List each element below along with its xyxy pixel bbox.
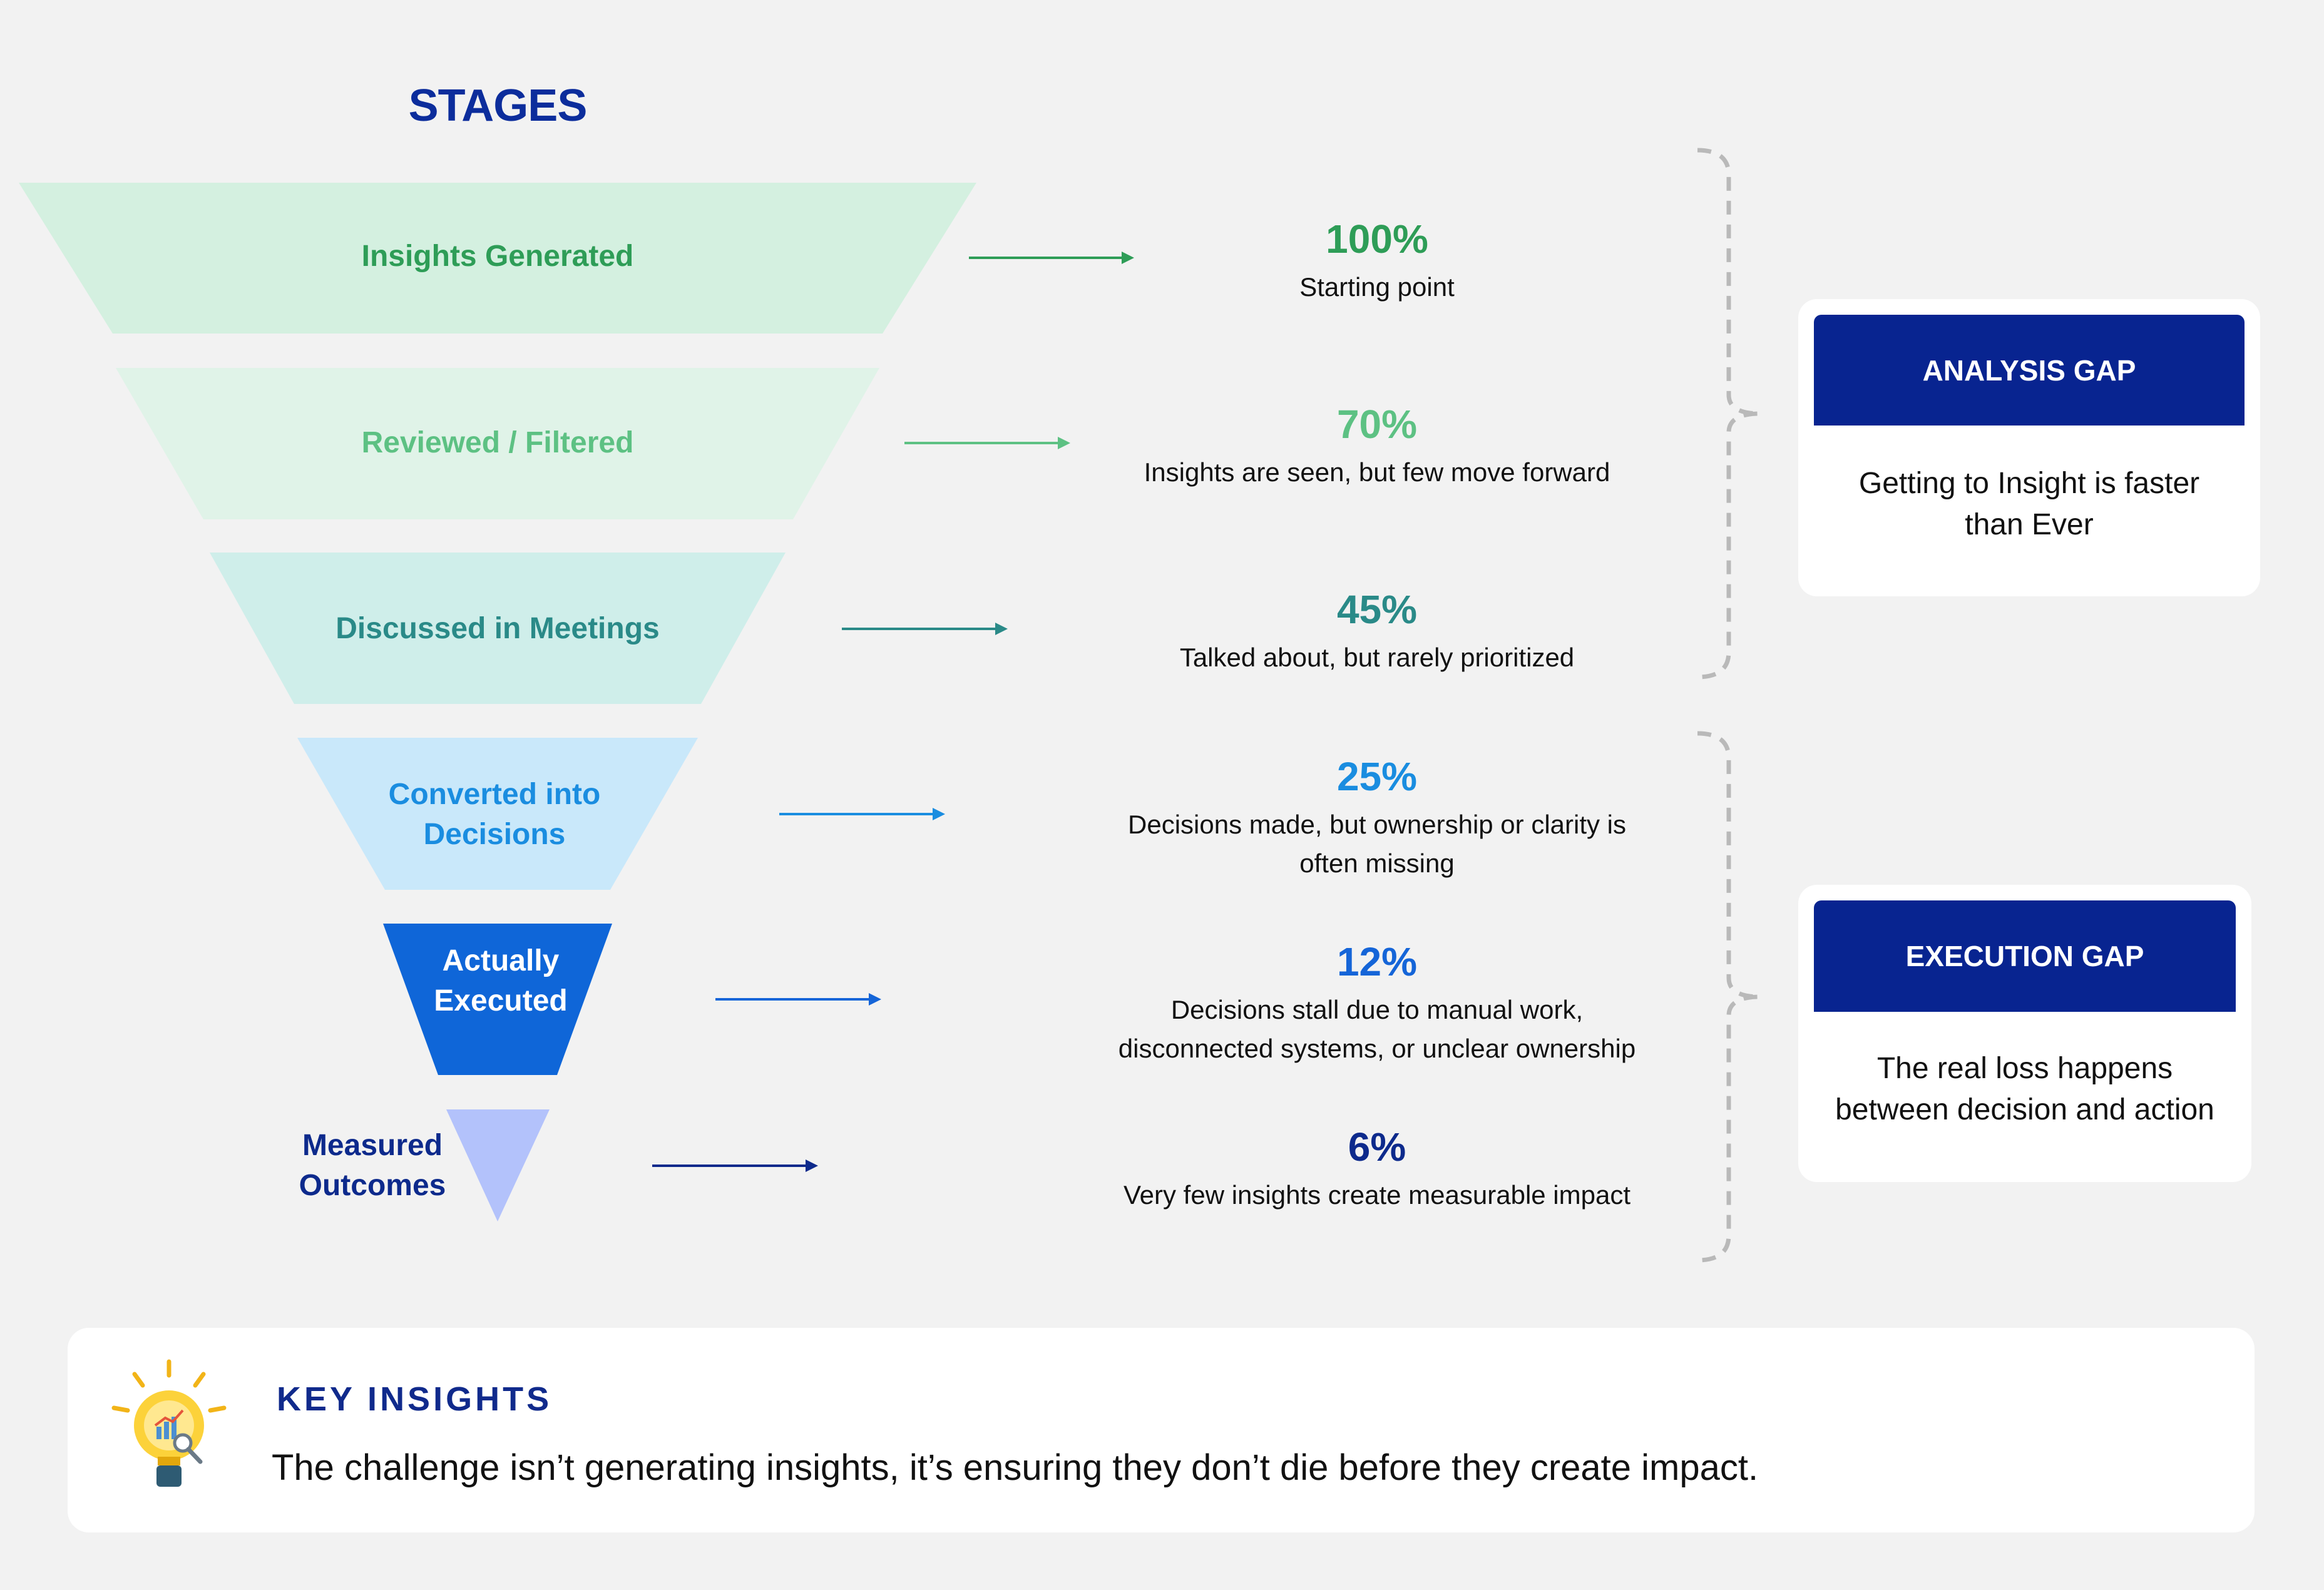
stat-discussed-in-meetings: 45% Talked about, but rarely prioritized (1033, 586, 1721, 677)
arrowhead-reviewed-filtered (1058, 437, 1070, 449)
stage-label-reviewed-filtered: Reviewed / Filtered (361, 426, 634, 459)
stat-insights-generated: 100% Starting point (1033, 215, 1721, 307)
funnel-diagram (19, 148, 1761, 1263)
funnel-stage-insights-generated (19, 183, 976, 334)
key-insights-text: The challenge isn’t generating insights,… (272, 1447, 1759, 1488)
key-insights-card (68, 1328, 2255, 1532)
funnel-stage-reviewed-filtered (116, 368, 879, 519)
arrowhead-converted-into-decisions (933, 808, 945, 820)
analysis-gap-header: ANALYSIS GAP (1814, 315, 2245, 426)
stat-percent: 6% (1348, 1124, 1406, 1170)
funnel-stage-measured-outcomes (446, 1109, 550, 1221)
stages-title: STAGES (408, 81, 588, 131)
stat-description: Very few insights create measurable impa… (1123, 1180, 1631, 1210)
stat-description: Insights are seen, but few move forward (1144, 457, 1610, 487)
funnel-stage-converted-into-decisions (297, 738, 698, 890)
lightbulb-chart-icon (111, 1359, 227, 1487)
stat-actually-executed: 12% Decisions stall due to manual work,d… (1033, 938, 1721, 1068)
execution-gap-bracket (1697, 731, 1761, 1263)
stage-label-insights-generated: Insights Generated (361, 240, 634, 273)
stat-percent: 100% (1326, 217, 1428, 262)
stat-description: Starting point (1299, 272, 1455, 302)
stat-measured-outcomes: 6% Very few insights create measurable i… (1033, 1123, 1721, 1215)
funnel-layer (19, 183, 976, 1221)
stage-label-discussed-in-meetings: Discussed in Meetings (335, 612, 660, 645)
arrow-layer (652, 252, 1134, 1172)
arrowhead-insights-generated (1122, 252, 1134, 264)
funnel-stage-actually-executed (383, 924, 612, 1075)
execution-gap-header: EXECUTION GAP (1814, 900, 2236, 1012)
stat-percent: 70% (1336, 402, 1418, 447)
arrowhead-measured-outcomes (806, 1159, 818, 1172)
stat-percent: 45% (1336, 587, 1418, 632)
stat-description: Decisions stall due to manual work,disco… (1118, 995, 1636, 1063)
stat-percent: 12% (1336, 939, 1418, 984)
arrowhead-discussed-in-meetings (995, 623, 1008, 635)
analysis-gap-bracket (1697, 148, 1761, 680)
stat-percent: 25% (1336, 754, 1418, 799)
bracket-layer (1697, 148, 1761, 1263)
stat-reviewed-filtered: 70% Insights are seen, but few move forw… (1033, 400, 1721, 492)
key-insights-title: KEY INSIGHTS (277, 1380, 553, 1418)
stat-description: Decisions made, but ownership or clarity… (1128, 810, 1626, 878)
arrowhead-actually-executed (869, 993, 881, 1006)
funnel-stage-discussed-in-meetings (210, 553, 786, 704)
stat-description: Talked about, but rarely prioritized (1179, 643, 1575, 672)
stat-converted-into-decisions: 25% Decisions made, but ownership or cla… (1033, 753, 1721, 883)
